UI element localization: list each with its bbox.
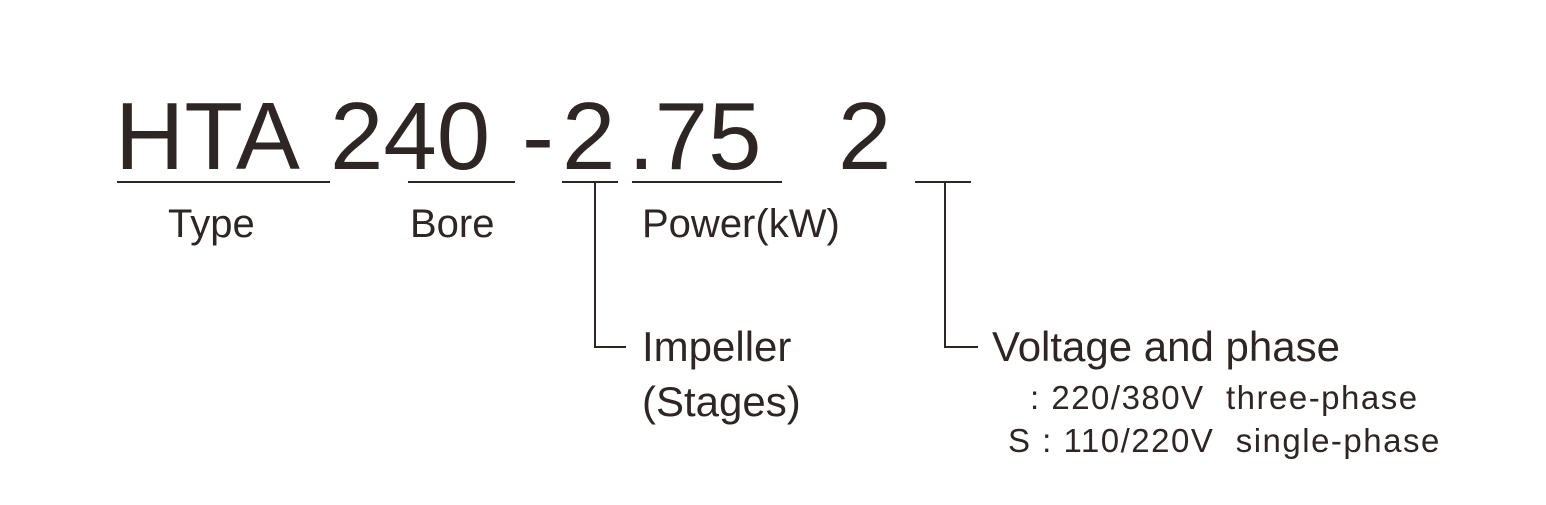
- code-stages: 2: [562, 83, 616, 190]
- voltage-option-single-phase: S : 110/220V single-phase: [1008, 422, 1441, 459]
- underline-type: [117, 181, 330, 183]
- leader-stages-vertical: [594, 181, 596, 348]
- label-voltage: Voltage and phase: [992, 323, 1340, 370]
- leader-voltage-vertical: [944, 181, 946, 348]
- underline-bore: [408, 181, 515, 183]
- leader-stages-horizontal: [594, 346, 626, 348]
- code-bore: 240: [330, 83, 491, 190]
- code-voltage: 2: [838, 83, 892, 190]
- label-bore: Bore: [410, 202, 495, 246]
- label-type: Type: [168, 202, 255, 246]
- label-power: Power(kW): [642, 202, 840, 246]
- code-power: .75: [628, 83, 762, 190]
- label-impeller: Impeller: [642, 323, 792, 370]
- underline-power: [632, 181, 782, 183]
- underline-stages: [562, 181, 618, 183]
- underline-voltage: [915, 181, 971, 183]
- code-type: HTA: [115, 83, 300, 190]
- code-dash: -: [522, 83, 554, 190]
- leader-voltage-horizontal: [944, 346, 978, 348]
- voltage-option-three-phase: : 220/380V three-phase: [1030, 379, 1419, 416]
- label-stages: (Stages): [642, 378, 801, 425]
